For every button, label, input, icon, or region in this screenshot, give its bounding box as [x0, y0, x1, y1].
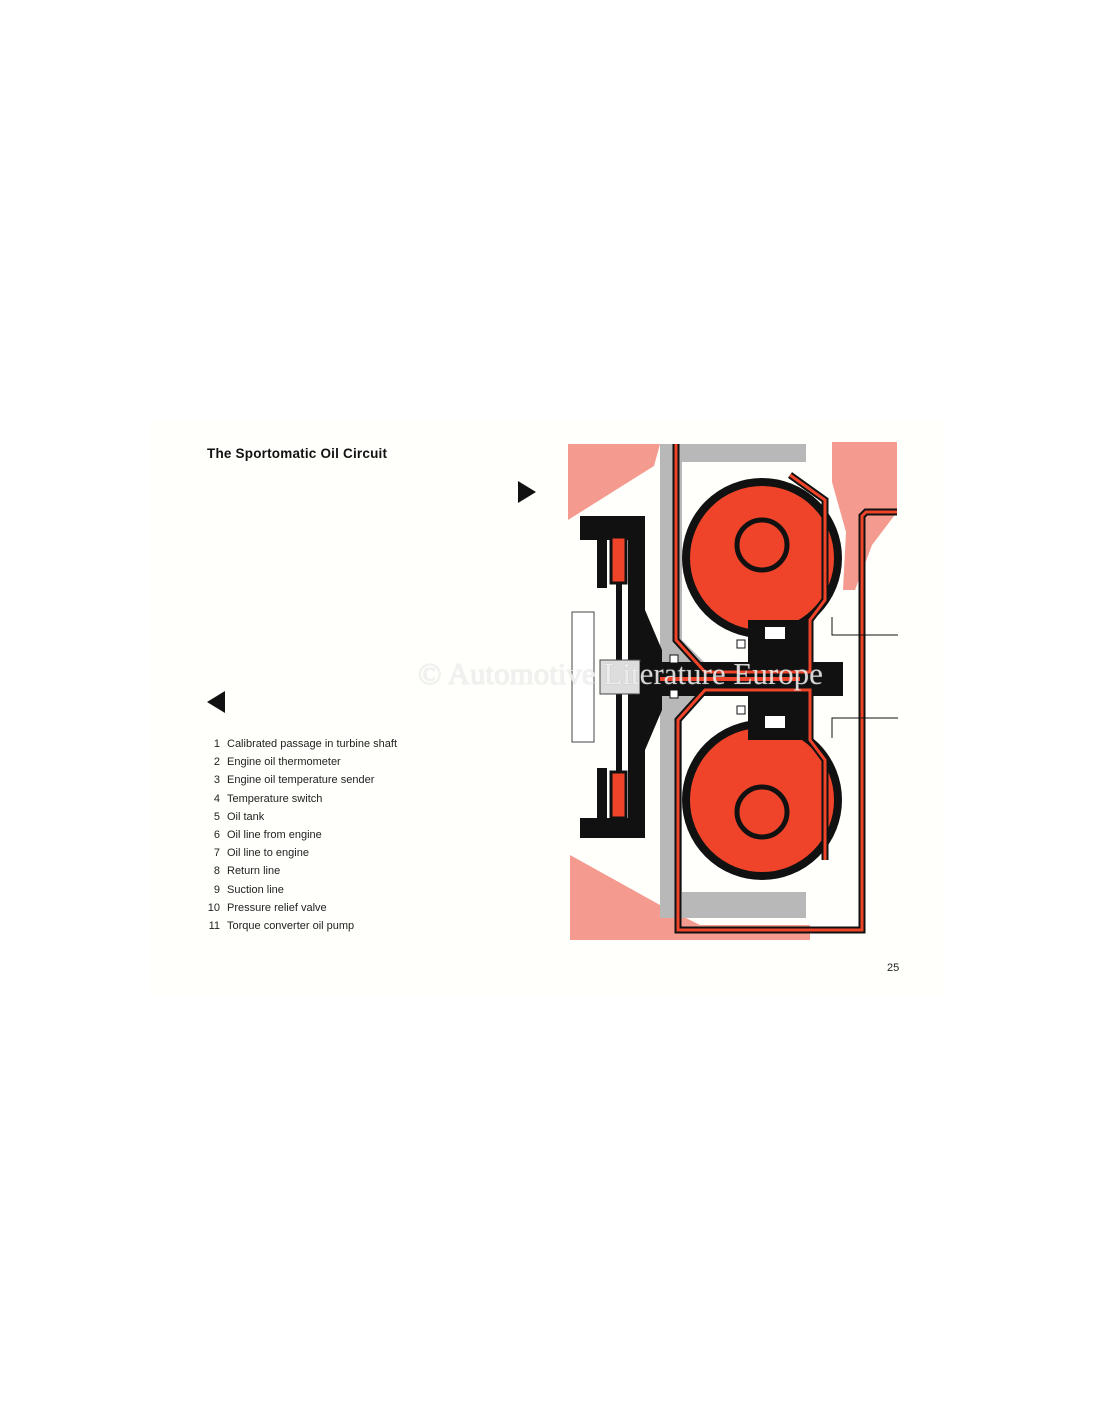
bearing-icon	[736, 705, 746, 715]
watermark: © Automotive Literature Europe	[418, 656, 823, 691]
clutch-lining-top	[609, 535, 628, 585]
page-number: 25	[887, 962, 900, 974]
housing-top-left	[568, 444, 660, 520]
housing-bottom-left	[570, 855, 810, 940]
clutch-housing	[580, 516, 662, 838]
bearing-icon	[736, 639, 746, 649]
spline-hub	[599, 659, 641, 695]
clutch-lining-bottom	[609, 770, 628, 820]
arrow-right-icon	[518, 481, 536, 503]
arrow-left-icon	[207, 691, 225, 713]
page-title: The Sportomatic Oil Circuit	[207, 446, 388, 461]
bearing-icon	[669, 654, 679, 664]
bearing-icon	[669, 689, 679, 699]
clutch-plate	[571, 611, 595, 743]
